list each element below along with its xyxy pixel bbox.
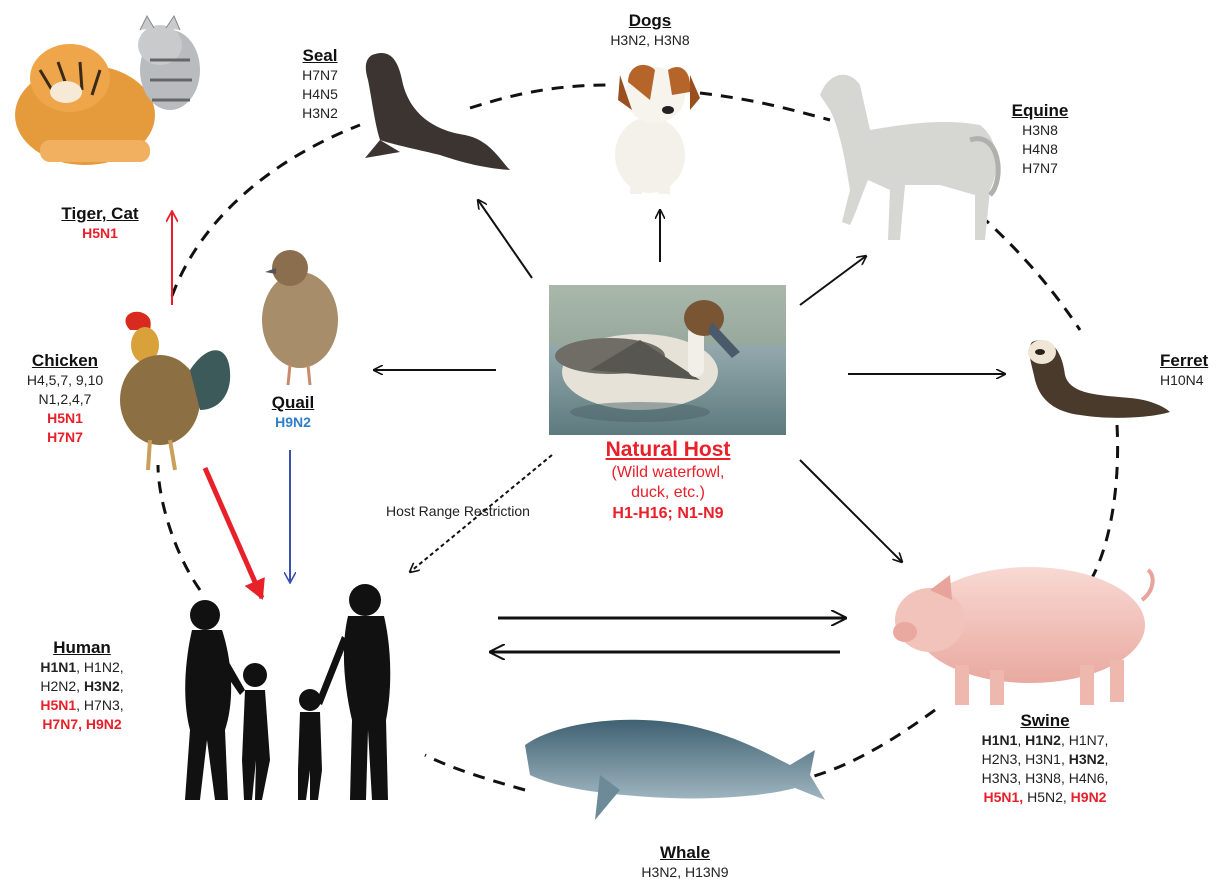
serotype-swine-h3n2: H3N2 <box>1069 751 1105 767</box>
serotype-swine-row-4: H5N1, H5N2, H9N2 <box>950 788 1140 807</box>
serotype-human-row-1: H1N1, H1N2, <box>22 658 142 677</box>
human-family-silhouette <box>185 584 390 800</box>
serotype-seal-1: H7N7 <box>290 66 350 85</box>
serotype-equine-3: H7N7 <box>1000 159 1080 178</box>
label-quail: Quail H9N2 <box>258 392 328 432</box>
whale-illustration <box>525 720 825 820</box>
duck-photo <box>549 285 786 435</box>
serotype-dogs: H3N2, H3N8 <box>590 31 710 50</box>
host-name-dogs: Dogs <box>590 10 710 31</box>
serotype-swine-h5n2: H5N2, <box>1027 789 1071 805</box>
serotype-chicken-3: H5N1 <box>10 409 120 428</box>
serotype-swine-h1n2: H1N2 <box>1025 732 1061 748</box>
serotype-equine-2: H4N8 <box>1000 140 1080 159</box>
tiger-cat-illustration <box>15 16 200 165</box>
label-dogs: Dogs H3N2, H3N8 <box>590 10 710 50</box>
arrow-to-seal <box>478 200 532 278</box>
serotype-swine-row-2: H2N3, H3N1, H3N2, <box>950 750 1140 769</box>
label-swine: Swine H1N1, H1N2, H1N7, H2N3, H3N1, H3N2… <box>950 710 1140 807</box>
serotype-human-2-comma: , <box>120 678 124 694</box>
host-name-swine: Swine <box>950 710 1140 731</box>
natural-host-title: Natural Host <box>548 437 788 463</box>
serotype-seal-3: H3N2 <box>290 104 350 123</box>
serotype-human-h1n1: H1N1 <box>40 659 76 675</box>
serotype-swine-row-1: H1N1, H1N2, H1N7, <box>950 731 1140 750</box>
quail-illustration <box>262 250 338 385</box>
serotype-swine-h1n1: H1N1 <box>982 732 1018 748</box>
horse-illustration <box>820 75 998 240</box>
serotype-swine-2-comma: , <box>1105 751 1109 767</box>
serotype-human-row-2: H2N2, H3N2, <box>22 677 142 696</box>
serotype-chicken-2: N1,2,4,7 <box>10 390 120 409</box>
label-ferret: Ferret H10N4 <box>1160 350 1230 390</box>
chicken-illustration <box>120 312 230 470</box>
label-tiger-cat: Tiger, Cat H5N1 <box>30 203 170 243</box>
serotype-human-h3n2: H3N2 <box>84 678 120 694</box>
serotype-ferret: H10N4 <box>1160 371 1230 390</box>
host-range-restriction-label: Host Range Restriction <box>386 503 530 519</box>
host-name-ferret: Ferret <box>1160 350 1230 371</box>
host-name-human: Human <box>22 637 142 658</box>
serotype-swine-h9n2: H9N2 <box>1071 789 1107 805</box>
serotype-chicken-4: H7N7 <box>10 428 120 447</box>
serotype-swine-row-3: H3N3, H3N8, H4N6, <box>950 769 1140 788</box>
natural-host-subtitle-1: (Wild waterfowl, <box>548 463 788 483</box>
seal-illustration <box>365 53 510 170</box>
serotype-seal-2: H4N5 <box>290 85 350 104</box>
pig-illustration <box>893 567 1153 705</box>
host-name-seal: Seal <box>290 45 350 66</box>
arrow-to-swine <box>800 460 902 562</box>
serotype-human-row-4: H7N7, H9N2 <box>22 715 142 734</box>
serotype-swine-1-rest: , H1N7, <box>1061 732 1108 748</box>
serotype-human-1-rest: , H1N2, <box>76 659 123 675</box>
label-equine: Equine H3N8 H4N8 H7N7 <box>1000 100 1080 178</box>
serotype-equine-1: H3N8 <box>1000 121 1080 140</box>
serotype-human-h2n2: H2N2, <box>40 678 84 694</box>
natural-host-subtitle-2: duck, etc.) <box>548 483 788 503</box>
arrow-chicken-to-human <box>205 468 262 598</box>
serotype-swine-2-start: H2N3, H3N1, <box>982 751 1069 767</box>
serotype-swine-h5n1: H5N1, <box>984 789 1028 805</box>
host-name-whale: Whale <box>620 842 750 863</box>
serotype-human-h5n1: H5N1 <box>40 697 76 713</box>
serotype-human-3-rest: , H7N3, <box>76 697 123 713</box>
label-chicken: Chicken H4,5,7, 9,10 N1,2,4,7 H5N1 H7N7 <box>10 350 120 447</box>
host-name-chicken: Chicken <box>10 350 120 371</box>
label-seal: Seal H7N7 H4N5 H3N2 <box>290 45 350 123</box>
dog-illustration <box>615 65 700 194</box>
serotype-tiger-cat: H5N1 <box>30 224 170 243</box>
host-name-tiger-cat: Tiger, Cat <box>30 203 170 224</box>
arrow-to-equine <box>800 256 866 305</box>
host-name-equine: Equine <box>1000 100 1080 121</box>
serotype-whale: H3N2, H13N9 <box>620 863 750 882</box>
natural-host-serotypes: H1-H16; N1-N9 <box>548 503 788 525</box>
label-human: Human H1N1, H1N2, H2N2, H3N2, H5N1, H7N3… <box>22 637 142 734</box>
label-natural-host: Natural Host (Wild waterfowl, duck, etc.… <box>548 437 788 525</box>
serotype-chicken-1: H4,5,7, 9,10 <box>10 371 120 390</box>
serotype-swine-sep: , <box>1017 732 1025 748</box>
host-name-quail: Quail <box>258 392 328 413</box>
serotype-human-row-3: H5N1, H7N3, <box>22 696 142 715</box>
label-whale: Whale H3N2, H13N9 <box>620 842 750 882</box>
ferret-illustration <box>1028 340 1170 418</box>
serotype-quail: H9N2 <box>258 413 328 432</box>
